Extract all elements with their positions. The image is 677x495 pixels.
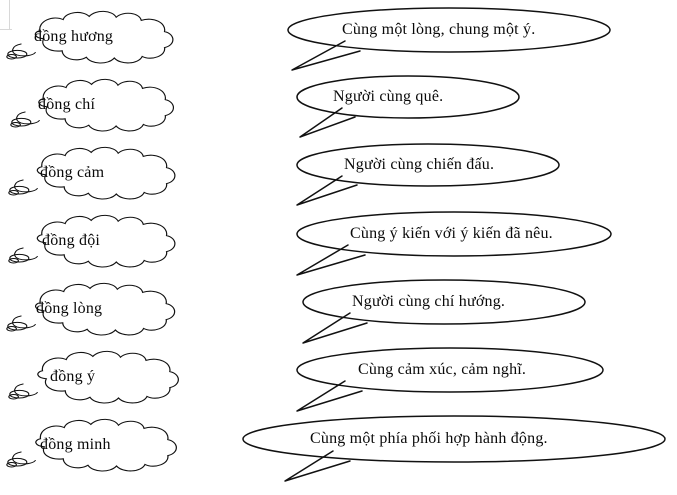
cloud-label-dong-doi: đồng đội (42, 232, 101, 249)
bubble-def-7[interactable] (242, 415, 666, 482)
bubble-label-def-7: Cùng một phía phối hợp hành động. (310, 430, 548, 447)
bubble-def-3[interactable] (296, 143, 560, 206)
bubble-label-def-4: Cùng ý kiến với ý kiến đã nêu. (350, 225, 553, 242)
cloud-label-dong-minh: đồng minh (40, 436, 111, 453)
cloud-label-dong-y: đồng ý (50, 368, 96, 385)
bubble-label-def-6: Cùng cảm xúc, cảm nghĩ. (358, 361, 527, 378)
bubble-def-6[interactable] (296, 347, 604, 412)
bubble-def-1[interactable] (287, 7, 611, 71)
bubble-label-def-1: Cùng một lòng, chung một ý. (342, 21, 536, 38)
cloud-label-dong-huong: đồng hương (34, 28, 114, 45)
cloud-label-dong-long: đồng lòng (36, 300, 103, 317)
bubble-def-5[interactable] (302, 279, 586, 344)
bubble-label-def-2: Người cùng quê. (333, 88, 444, 105)
page-margin-mark-horizontal (0, 29, 12, 30)
cloud-label-dong-chi: đồng chí (38, 96, 96, 113)
page-margin-mark-vertical (9, 0, 10, 30)
cloud-label-dong-cam: đồng cảm (40, 164, 105, 181)
bubble-def-2[interactable] (296, 75, 520, 138)
bubble-label-def-3: Người cùng chiến đấu. (344, 156, 495, 173)
bubble-label-def-5: Người cùng chí hướng. (352, 293, 506, 310)
bubble-def-4[interactable] (296, 211, 612, 276)
